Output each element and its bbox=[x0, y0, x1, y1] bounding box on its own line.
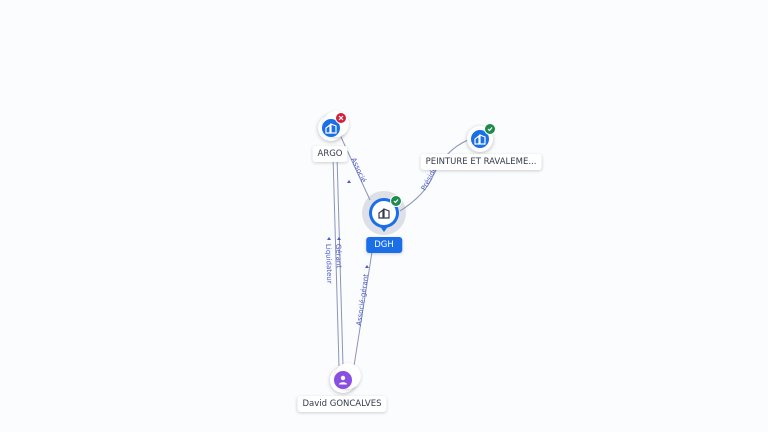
node-label-argo[interactable]: ARGO bbox=[312, 146, 348, 162]
edge-label-argo-dgh: Associé bbox=[349, 156, 367, 183]
building-icon bbox=[471, 130, 489, 148]
node-dgh[interactable] bbox=[362, 191, 406, 235]
status-closed-badge bbox=[335, 112, 347, 124]
edge-david-dgh bbox=[353, 251, 373, 367]
edge-label-gerant: Gérant bbox=[334, 244, 343, 269]
building-icon bbox=[378, 208, 390, 219]
node-label-david-goncalves[interactable]: David GONCALVES bbox=[297, 396, 387, 412]
arrow-marker bbox=[337, 237, 341, 240]
person-icon bbox=[334, 371, 352, 389]
building-icon bbox=[322, 119, 340, 137]
edge-label-associe-gerant: Associé-gérant bbox=[355, 273, 370, 326]
node-peinture[interactable] bbox=[467, 123, 496, 152]
node-label-dgh[interactable]: DGH bbox=[366, 237, 402, 253]
edge-david-argo-gerant bbox=[336, 155, 344, 367]
edge-label-liquidateur: Liquidateur bbox=[324, 244, 333, 284]
node-david-goncalves[interactable] bbox=[330, 363, 361, 393]
arrow-marker bbox=[327, 237, 331, 240]
arrow-marker bbox=[347, 180, 351, 183]
node-argo[interactable] bbox=[318, 111, 349, 141]
edge-david-argo-liquidateur bbox=[332, 155, 340, 367]
status-active-badge bbox=[484, 123, 496, 135]
node-label-peinture[interactable]: PEINTURE ET RAVALEME... bbox=[420, 154, 542, 170]
status-active-badge bbox=[390, 195, 402, 207]
arrow-marker bbox=[365, 265, 369, 268]
edge-dgh-peinture bbox=[399, 139, 469, 212]
